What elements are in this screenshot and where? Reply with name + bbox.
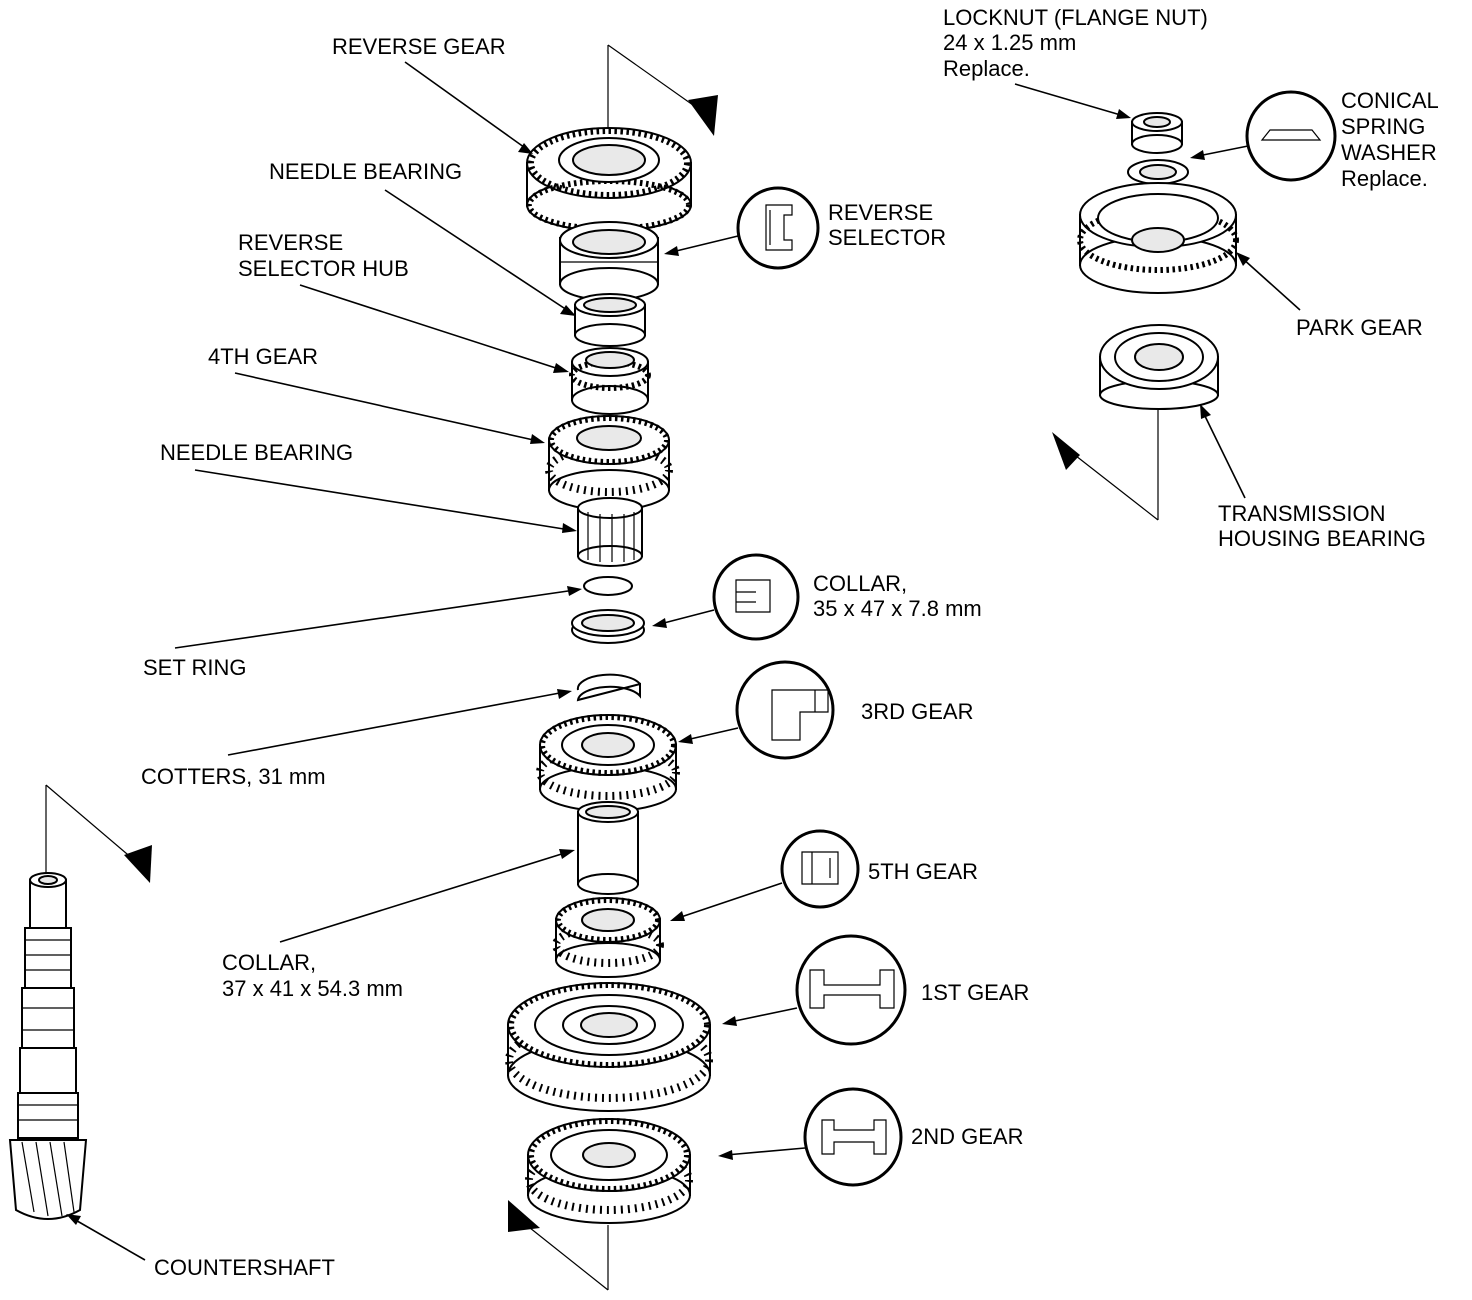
direction-arrow-icon bbox=[1052, 432, 1080, 470]
fifth-gear-part bbox=[552, 897, 664, 978]
direction-arrow-icon bbox=[124, 845, 152, 883]
park-gear-part bbox=[1077, 182, 1239, 294]
conical-washer-label-line1: CONICAL bbox=[1341, 88, 1439, 113]
leader-lines bbox=[66, 61, 1301, 1261]
first-gear-part bbox=[505, 982, 713, 1112]
fourth-gear-label: 4TH GEAR bbox=[208, 344, 318, 369]
set-ring-part bbox=[583, 576, 633, 596]
collar-small-label-line1: COLLAR, bbox=[813, 571, 907, 596]
direction-arrow-icon bbox=[688, 95, 718, 136]
conical-spring-washer-part bbox=[1127, 159, 1189, 185]
locknut-label-line2: 24 x 1.25 mm bbox=[943, 30, 1076, 55]
reverse-selector-part bbox=[559, 221, 659, 301]
assembly-axis-lines bbox=[45, 44, 1159, 1291]
collar-large-label-line1: COLLAR, bbox=[222, 950, 316, 975]
direction-arrow-icons bbox=[124, 95, 1080, 1232]
reverse-selector-profile-icon bbox=[736, 186, 820, 270]
countershaft-part bbox=[8, 872, 88, 1220]
conical-washer-profile-icon bbox=[1245, 90, 1337, 182]
conical-washer-label-line4: Replace. bbox=[1341, 166, 1428, 191]
second-gear-label: 2ND GEAR bbox=[911, 1124, 1023, 1149]
second-gear-profile-icon bbox=[803, 1087, 903, 1187]
locknut-label-line1: LOCKNUT (FLANGE NUT) bbox=[943, 5, 1208, 30]
needle-bearing-lower-part bbox=[577, 497, 643, 567]
needle-bearing-lower-label: NEEDLE BEARING bbox=[160, 440, 353, 465]
reverse-gear-part bbox=[526, 127, 692, 232]
collar-large-part bbox=[577, 801, 639, 895]
transmission-housing-bearing-part bbox=[1099, 324, 1219, 410]
fourth-gear-part bbox=[545, 415, 673, 511]
reverse-selector-hub-label-line2: SELECTOR HUB bbox=[238, 256, 409, 281]
housing-bearing-label-line2: HOUSING BEARING bbox=[1218, 526, 1426, 551]
locknut-label-line3: Replace. bbox=[943, 56, 1030, 81]
third-gear-profile-icon bbox=[735, 660, 835, 760]
reverse-gear-label: REVERSE GEAR bbox=[332, 34, 506, 59]
first-gear-profile-icon bbox=[795, 934, 907, 1046]
third-gear-part bbox=[536, 714, 680, 812]
first-gear-label: 1ST GEAR bbox=[921, 980, 1029, 1005]
countershaft-label: COUNTERSHAFT bbox=[154, 1255, 335, 1280]
needle-bearing-upper-label: NEEDLE BEARING bbox=[269, 159, 462, 184]
reverse-selector-hub-label-line1: REVERSE bbox=[238, 230, 343, 255]
reverse-selector-hub-part bbox=[569, 347, 651, 415]
collar-large-label-line2: 37 x 41 x 54.3 mm bbox=[222, 976, 403, 1001]
reverse-selector-label-line1: REVERSE bbox=[828, 200, 933, 225]
third-gear-label: 3RD GEAR bbox=[861, 699, 973, 724]
fifth-gear-profile-icon bbox=[780, 829, 860, 909]
cotters-part bbox=[576, 673, 641, 702]
locknut-part bbox=[1131, 112, 1183, 154]
conical-washer-label-line2: SPRING bbox=[1341, 114, 1425, 139]
conical-washer-label-line3: WASHER bbox=[1341, 140, 1437, 165]
direction-arrow-icon bbox=[508, 1200, 540, 1232]
park-gear-label: PARK GEAR bbox=[1296, 315, 1423, 340]
collar-small-label-line2: 35 x 47 x 7.8 mm bbox=[813, 596, 982, 621]
part-labels: REVERSE GEAR NEEDLE BEARING REVERSE SELE… bbox=[141, 5, 1439, 1280]
fifth-gear-label: 5TH GEAR bbox=[868, 859, 978, 884]
housing-bearing-label-line1: TRANSMISSION bbox=[1218, 501, 1385, 526]
collar-profile-icon bbox=[712, 553, 800, 641]
cotters-label: COTTERS, 31 mm bbox=[141, 764, 326, 789]
collar-small-part bbox=[571, 609, 645, 644]
set-ring-label: SET RING bbox=[143, 655, 247, 680]
reverse-selector-label-line2: SELECTOR bbox=[828, 225, 946, 250]
second-gear-part bbox=[525, 1118, 693, 1224]
needle-bearing-upper-part bbox=[574, 293, 646, 347]
